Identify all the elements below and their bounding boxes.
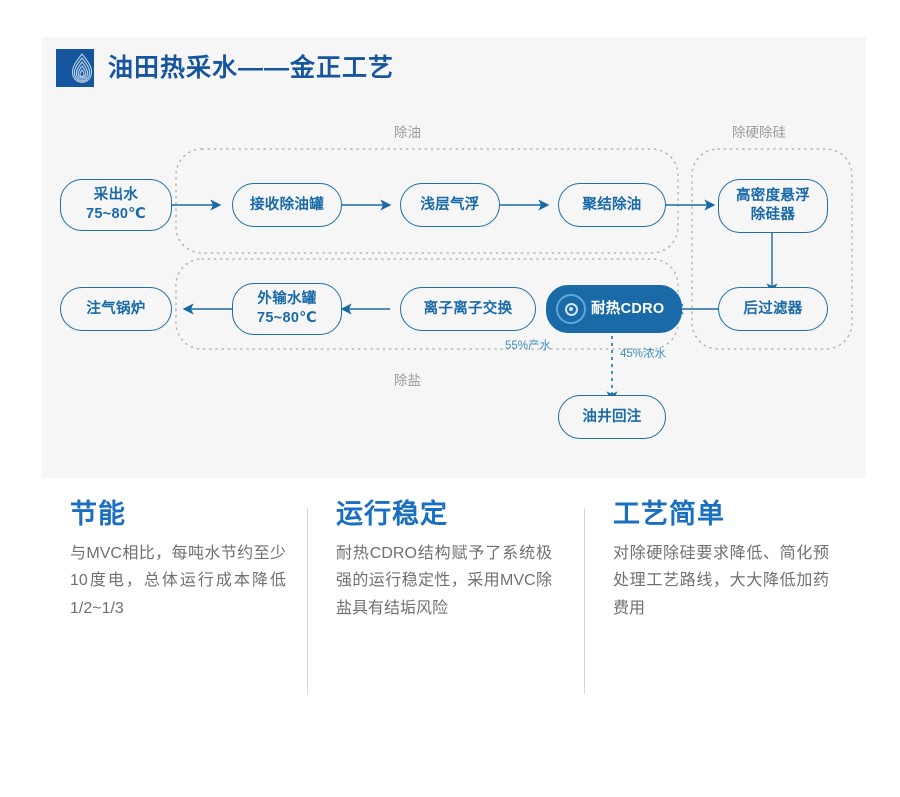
node-export-water-tank[interactable]: 外输水罐 75~80℃: [232, 283, 342, 335]
process-flow-diagram: 除油 除硬除硅 除盐 采出水 75~80℃ 接收除油罐 浅层气浮 聚结除油 高密…: [42, 37, 866, 478]
node-coalescence-deoiling[interactable]: 聚结除油: [558, 183, 666, 227]
node-export-tank-line1: 外输水罐: [257, 291, 317, 308]
cdro-target-icon: [556, 294, 586, 324]
feature-body: 耐热CDRO结构赋予了系统极强的运行稳定性，采用MVC除盐具有结垢风险: [336, 544, 552, 617]
feature-body: 与MVC相比，每吨水节约至少10度电，总体运行成本降低1/2~1/3: [70, 544, 286, 617]
feature-divider: [307, 508, 308, 694]
node-produced-water[interactable]: 采出水 75~80℃: [60, 179, 172, 231]
feature-energy-saving: 节能 与MVC相比，每吨水节约至少10度电，总体运行成本降低1/2~1/3: [42, 499, 308, 715]
node-high-density-line2: 除硅器: [750, 207, 796, 223]
feature-body: 对除硬除硅要求降低、简化预处理工艺路线，大大降低加药费用: [613, 544, 829, 617]
node-heat-resistant-cdro[interactable]: 耐热CDRO: [546, 285, 682, 333]
water-drop-ripple-icon: [56, 49, 94, 87]
node-cdro-label: 耐热CDRO: [591, 300, 665, 317]
process-diagram-card: 油田热采水——金正工艺: [42, 37, 866, 478]
page-title: 油田热采水——金正工艺: [108, 53, 395, 82]
feature-title: 工艺简单: [613, 499, 725, 529]
feature-divider: [584, 508, 585, 694]
feature-list: 节能 与MVC相比，每吨水节约至少10度电，总体运行成本降低1/2~1/3 运行…: [42, 499, 866, 715]
flow-label-concentrate: 45%浓水: [620, 348, 667, 360]
feature-title: 节能: [70, 499, 126, 529]
group-label-desalination: 除盐: [394, 373, 421, 388]
node-receiving-deoiling-tank[interactable]: 接收除油罐: [232, 183, 342, 227]
node-high-density-line1: 高密度悬浮: [736, 188, 810, 205]
node-shallow-air-flotation[interactable]: 浅层气浮: [400, 183, 500, 227]
node-steam-injection-boiler[interactable]: 注气锅炉: [60, 287, 172, 331]
group-label-hardness-silica: 除硬除硅: [732, 125, 786, 140]
node-high-density-desilication[interactable]: 高密度悬浮 除硅器: [718, 179, 828, 233]
node-produced-water-line1: 采出水: [93, 187, 139, 204]
group-label-deoiling: 除油: [394, 125, 421, 140]
feature-simple-process: 工艺简单 对除硬除硅要求降低、简化预处理工艺路线，大大降低加药费用: [585, 499, 866, 715]
node-export-tank-line2: 75~80℃: [256, 310, 318, 326]
card-header: 油田热采水——金正工艺: [56, 49, 394, 87]
node-post-filter[interactable]: 后过滤器: [718, 287, 828, 331]
node-ion-exchange[interactable]: 离子离子交换: [400, 287, 536, 331]
node-well-reinjection[interactable]: 油井回注: [558, 395, 666, 439]
feature-title: 运行稳定: [336, 499, 448, 529]
node-produced-water-line2: 75~80℃: [85, 206, 147, 222]
flow-label-permeate: 55%产水: [505, 340, 552, 352]
feature-stable-operation: 运行稳定 耐热CDRO结构赋予了系统极强的运行稳定性，采用MVC除盐具有结垢风险: [308, 499, 585, 715]
